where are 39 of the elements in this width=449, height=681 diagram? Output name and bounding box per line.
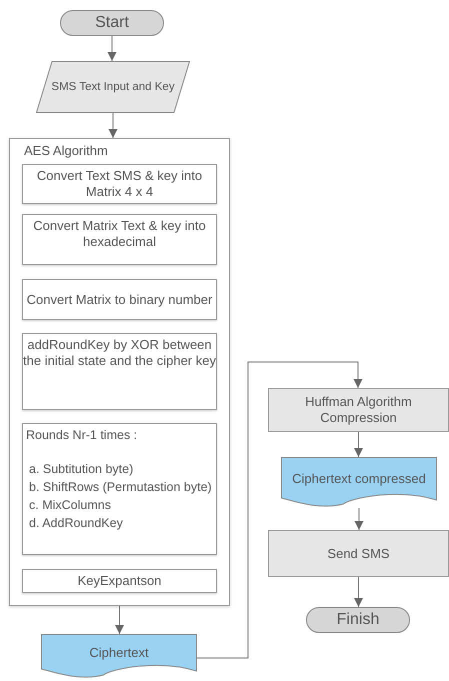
document-shape	[41, 634, 197, 679]
node-label: Start	[95, 15, 129, 31]
node-label: SMS Text Input and Key	[51, 80, 175, 95]
node-label: Convert Text SMS & key into Matrix 4 x 4	[36, 168, 204, 200]
process-box	[22, 423, 217, 555]
process-box	[22, 333, 217, 410]
algorithm-container	[9, 138, 230, 606]
arrow	[115, 606, 124, 634]
node-label: Finish	[336, 612, 380, 628]
arrow	[354, 576, 363, 608]
process-box	[268, 388, 449, 432]
node-label: Ciphertext compressed	[292, 470, 426, 486]
list-heading: Rounds Nr-1 times :	[26, 427, 138, 444]
process-box	[22, 214, 217, 265]
node-label: Convert Matrix to binary number	[26, 292, 212, 308]
process-box	[22, 569, 217, 593]
list-item: a. Subtitution byte)	[28, 461, 134, 478]
finish-terminal	[306, 607, 410, 633]
node-label: Convert Matrix Text & key into hexadecimal	[32, 218, 207, 250]
node-label: KeyExpantson	[78, 573, 162, 589]
list-item: c. MixColumns	[28, 497, 111, 514]
arrow	[108, 112, 118, 138]
list-item: b. ShiftRows (Permutastion byte)	[28, 479, 212, 496]
arrow	[108, 36, 116, 62]
process-box	[22, 164, 217, 204]
arrow	[354, 432, 363, 458]
process-box	[268, 530, 449, 577]
node-label: addRoundKey by XOR between the initial state and the cipher key	[23, 337, 216, 369]
list-item: d. AddRoundKey	[28, 515, 123, 532]
node-label: Huffman Algorithm Compression	[304, 394, 413, 426]
start-terminal	[60, 10, 164, 36]
arrow	[196, 362, 362, 658]
process-box	[22, 279, 217, 320]
input-parallelogram	[36, 61, 190, 113]
arrow	[354, 508, 364, 530]
document-shape	[281, 457, 437, 508]
node-label: Send SMS	[327, 546, 390, 562]
node-label: Ciphertext	[89, 644, 149, 660]
group-title: AES Algorithm	[24, 143, 108, 159]
